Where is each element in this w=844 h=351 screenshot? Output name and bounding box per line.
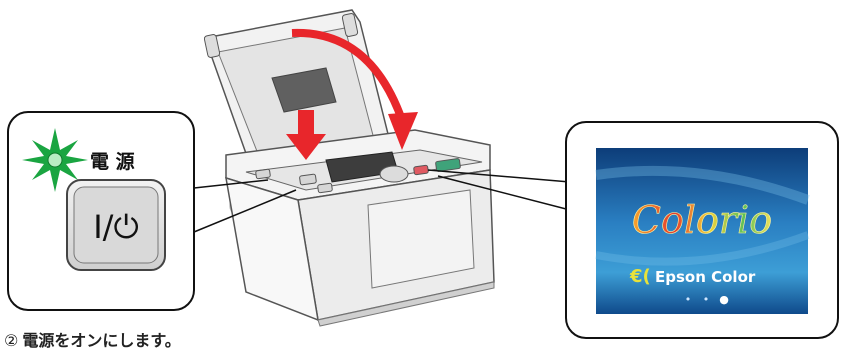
screen-brand-mark: €( — [629, 266, 651, 287]
close-lid-arrow — [291, 28, 418, 150]
screen-callout: Colorio €( Epson Color • • ● — [565, 121, 839, 339]
screen-dot-3: ● — [719, 293, 729, 306]
screen-dot-2: • — [703, 293, 710, 306]
callout-lines — [193, 169, 571, 233]
power-led-icon — [22, 128, 88, 192]
power-label: 電 源 — [90, 150, 135, 173]
printer — [203, 9, 495, 327]
lcd-screen — [596, 148, 808, 314]
power-callout: 電 源 I/⏻ — [7, 111, 195, 311]
caption-number: ② — [4, 331, 19, 350]
screen-logo: Colorio — [632, 198, 772, 242]
screen-dot-1: • — [685, 293, 692, 306]
screen-brand: Epson Color — [655, 268, 756, 286]
power-button-label[interactable]: I/⏻ — [93, 208, 139, 246]
caption-text: 電源をオンにします。 — [22, 331, 181, 350]
insert-arrow — [286, 110, 326, 160]
